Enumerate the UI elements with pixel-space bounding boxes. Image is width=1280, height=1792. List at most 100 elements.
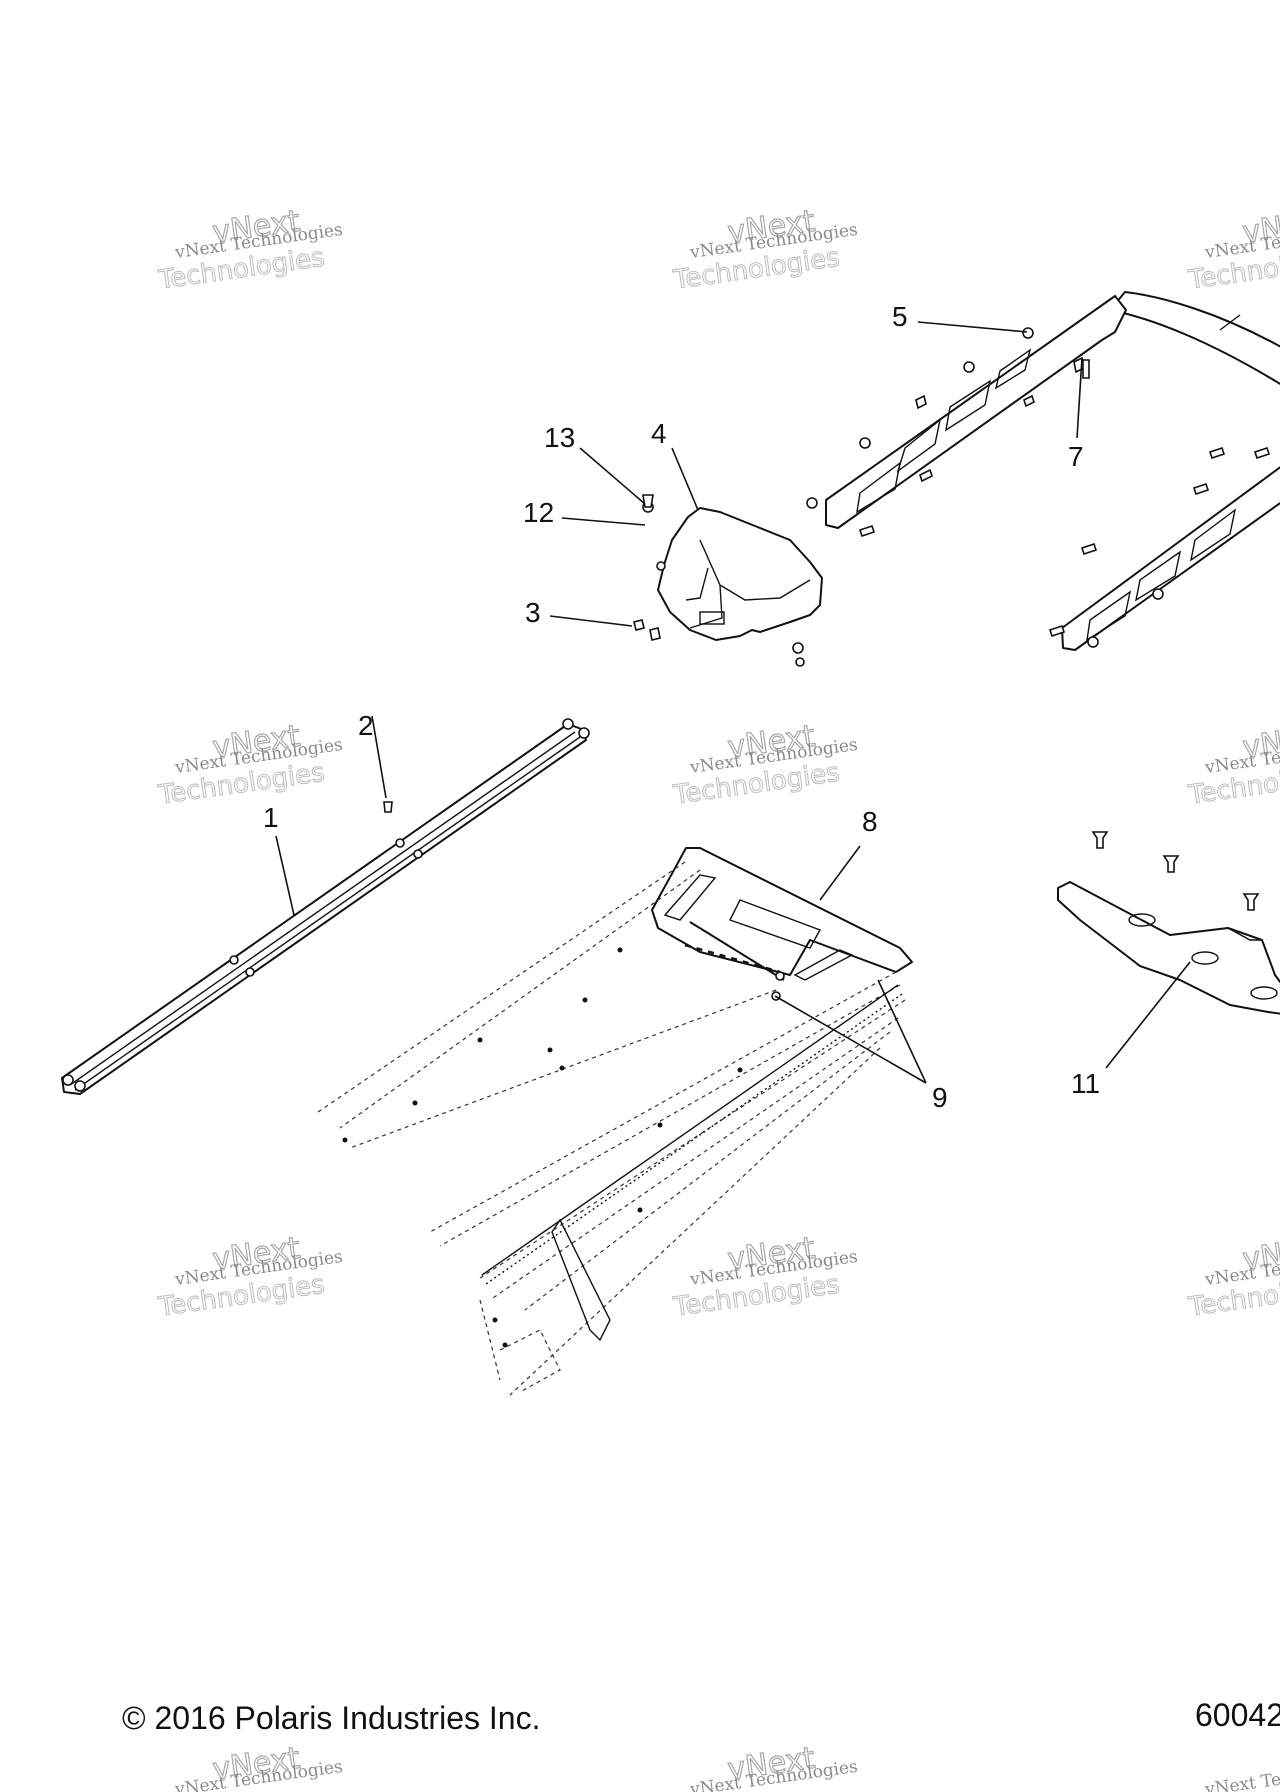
bracket-fold	[685, 567, 709, 601]
callout-2: 2	[358, 710, 374, 741]
rail-hole-icon	[229, 955, 239, 965]
tailgate-bracket	[651, 847, 913, 976]
watermark: vNext vNext Technologies Technologies	[670, 718, 859, 811]
bed-hole	[582, 997, 588, 1003]
nut-icon	[806, 497, 818, 509]
callouts: 5 7 13 4 12 3 2 1 8 9 11	[263, 301, 1100, 1113]
nut-icon	[1022, 327, 1034, 339]
bed-outline	[339, 869, 701, 1129]
callout-4: 4	[651, 418, 667, 449]
bed-hole	[342, 1137, 348, 1143]
bed-hole	[737, 1067, 743, 1073]
bed-outline	[479, 1299, 501, 1381]
bracket-tab	[699, 611, 725, 625]
callout-11: 11	[1071, 1068, 1100, 1099]
plate-cutout	[1086, 590, 1132, 642]
leader-4	[671, 447, 699, 511]
nut-icon	[859, 437, 871, 449]
roll-bar-tube	[1109, 291, 1280, 386]
watermark: vNext vNext Technologies Technologies	[670, 203, 859, 296]
bracket-body	[657, 507, 823, 641]
callout-13: 13	[544, 422, 575, 453]
watermark: vNext vNext Technologies Technologies	[155, 718, 344, 811]
nut-icon	[963, 361, 975, 373]
push-rivet-icon	[1242, 893, 1260, 911]
bed-outline	[509, 1047, 881, 1396]
bed-hole	[657, 1122, 663, 1128]
callout-9: 9	[932, 1082, 948, 1113]
rail-hole-icon	[562, 718, 574, 730]
bed-hole	[477, 1037, 483, 1043]
bed-outline	[499, 1329, 561, 1393]
bed-outline	[489, 1017, 899, 1301]
watermark: vNext vNext Technologies Technologies	[155, 1230, 344, 1323]
bed-hole	[492, 1317, 498, 1323]
leader-2	[371, 715, 387, 799]
nut-icon	[1152, 588, 1164, 600]
watermark: vNext Technologies	[1203, 1757, 1280, 1792]
side-plate-front	[825, 295, 1127, 529]
side-rail	[61, 718, 590, 1095]
rail-edge	[69, 731, 576, 1086]
bed-hole	[637, 1207, 643, 1213]
right-bracket	[1057, 831, 1280, 1015]
watermark: vNext vNext Technologies Technologies	[1185, 203, 1280, 296]
side-plate-rear	[1061, 466, 1280, 651]
leader-12	[561, 517, 646, 526]
bed-side-rail	[485, 993, 903, 1285]
bed-outline	[429, 971, 897, 1233]
rail-edge	[74, 736, 581, 1091]
bracket-hole	[1250, 986, 1278, 1000]
bed-outline	[439, 984, 901, 1247]
bolt-icon	[1048, 624, 1066, 638]
bed-outline	[317, 861, 686, 1113]
screw-icon	[633, 619, 645, 631]
plate-cutout	[945, 379, 992, 432]
bracket-fold	[699, 539, 811, 601]
rail-hole-icon	[74, 1080, 86, 1092]
nut-icon	[1087, 636, 1099, 648]
bed-hole	[617, 947, 623, 953]
rail-hole-icon	[413, 849, 423, 859]
leader-7	[1076, 357, 1083, 439]
callout-1: 1	[263, 802, 279, 833]
leader-11	[1105, 961, 1191, 1069]
screw-icon	[649, 627, 661, 641]
nut-icon	[792, 642, 804, 654]
bolt-icon	[919, 468, 933, 483]
leader-9b	[774, 995, 927, 1084]
bracket-hole	[1128, 913, 1156, 927]
plate-cutout	[994, 348, 1032, 390]
rail-hole-icon	[578, 727, 590, 739]
bolt-icon	[1192, 482, 1210, 496]
bolt-icon	[915, 394, 927, 410]
watermark: vNext vNext Technologies	[173, 1740, 344, 1792]
bed-hole	[502, 1342, 508, 1348]
bracket-slot	[793, 949, 854, 981]
cargo-bed	[317, 847, 913, 1396]
rail-hole-icon	[245, 967, 255, 977]
bolt-icon	[656, 561, 666, 571]
leader-1	[275, 835, 295, 916]
plate-cutout	[1189, 508, 1237, 562]
callout-5: 5	[892, 301, 908, 332]
rivet-icon	[775, 971, 785, 981]
bolt-icon	[1208, 446, 1226, 460]
push-rivet-icon	[1162, 855, 1180, 873]
center-bracket-cover	[633, 494, 823, 667]
roll-bar-frame	[806, 291, 1280, 651]
bracket-11-body	[1057, 881, 1280, 1015]
leader-lines	[275, 321, 1191, 1084]
callout-3: 3	[525, 597, 541, 628]
bed-hole	[547, 1047, 553, 1053]
rail-hole-icon	[395, 838, 405, 848]
bed-hole	[412, 1100, 418, 1106]
watermark-text: vNext Technologies	[1203, 1757, 1280, 1792]
bed-edge-line	[689, 921, 785, 981]
screw-icon	[383, 801, 393, 813]
callout-7: 7	[1068, 441, 1084, 472]
leader-3	[549, 615, 633, 627]
footer: © 2016 Polaris Industries Inc. 60042	[122, 1697, 1280, 1736]
